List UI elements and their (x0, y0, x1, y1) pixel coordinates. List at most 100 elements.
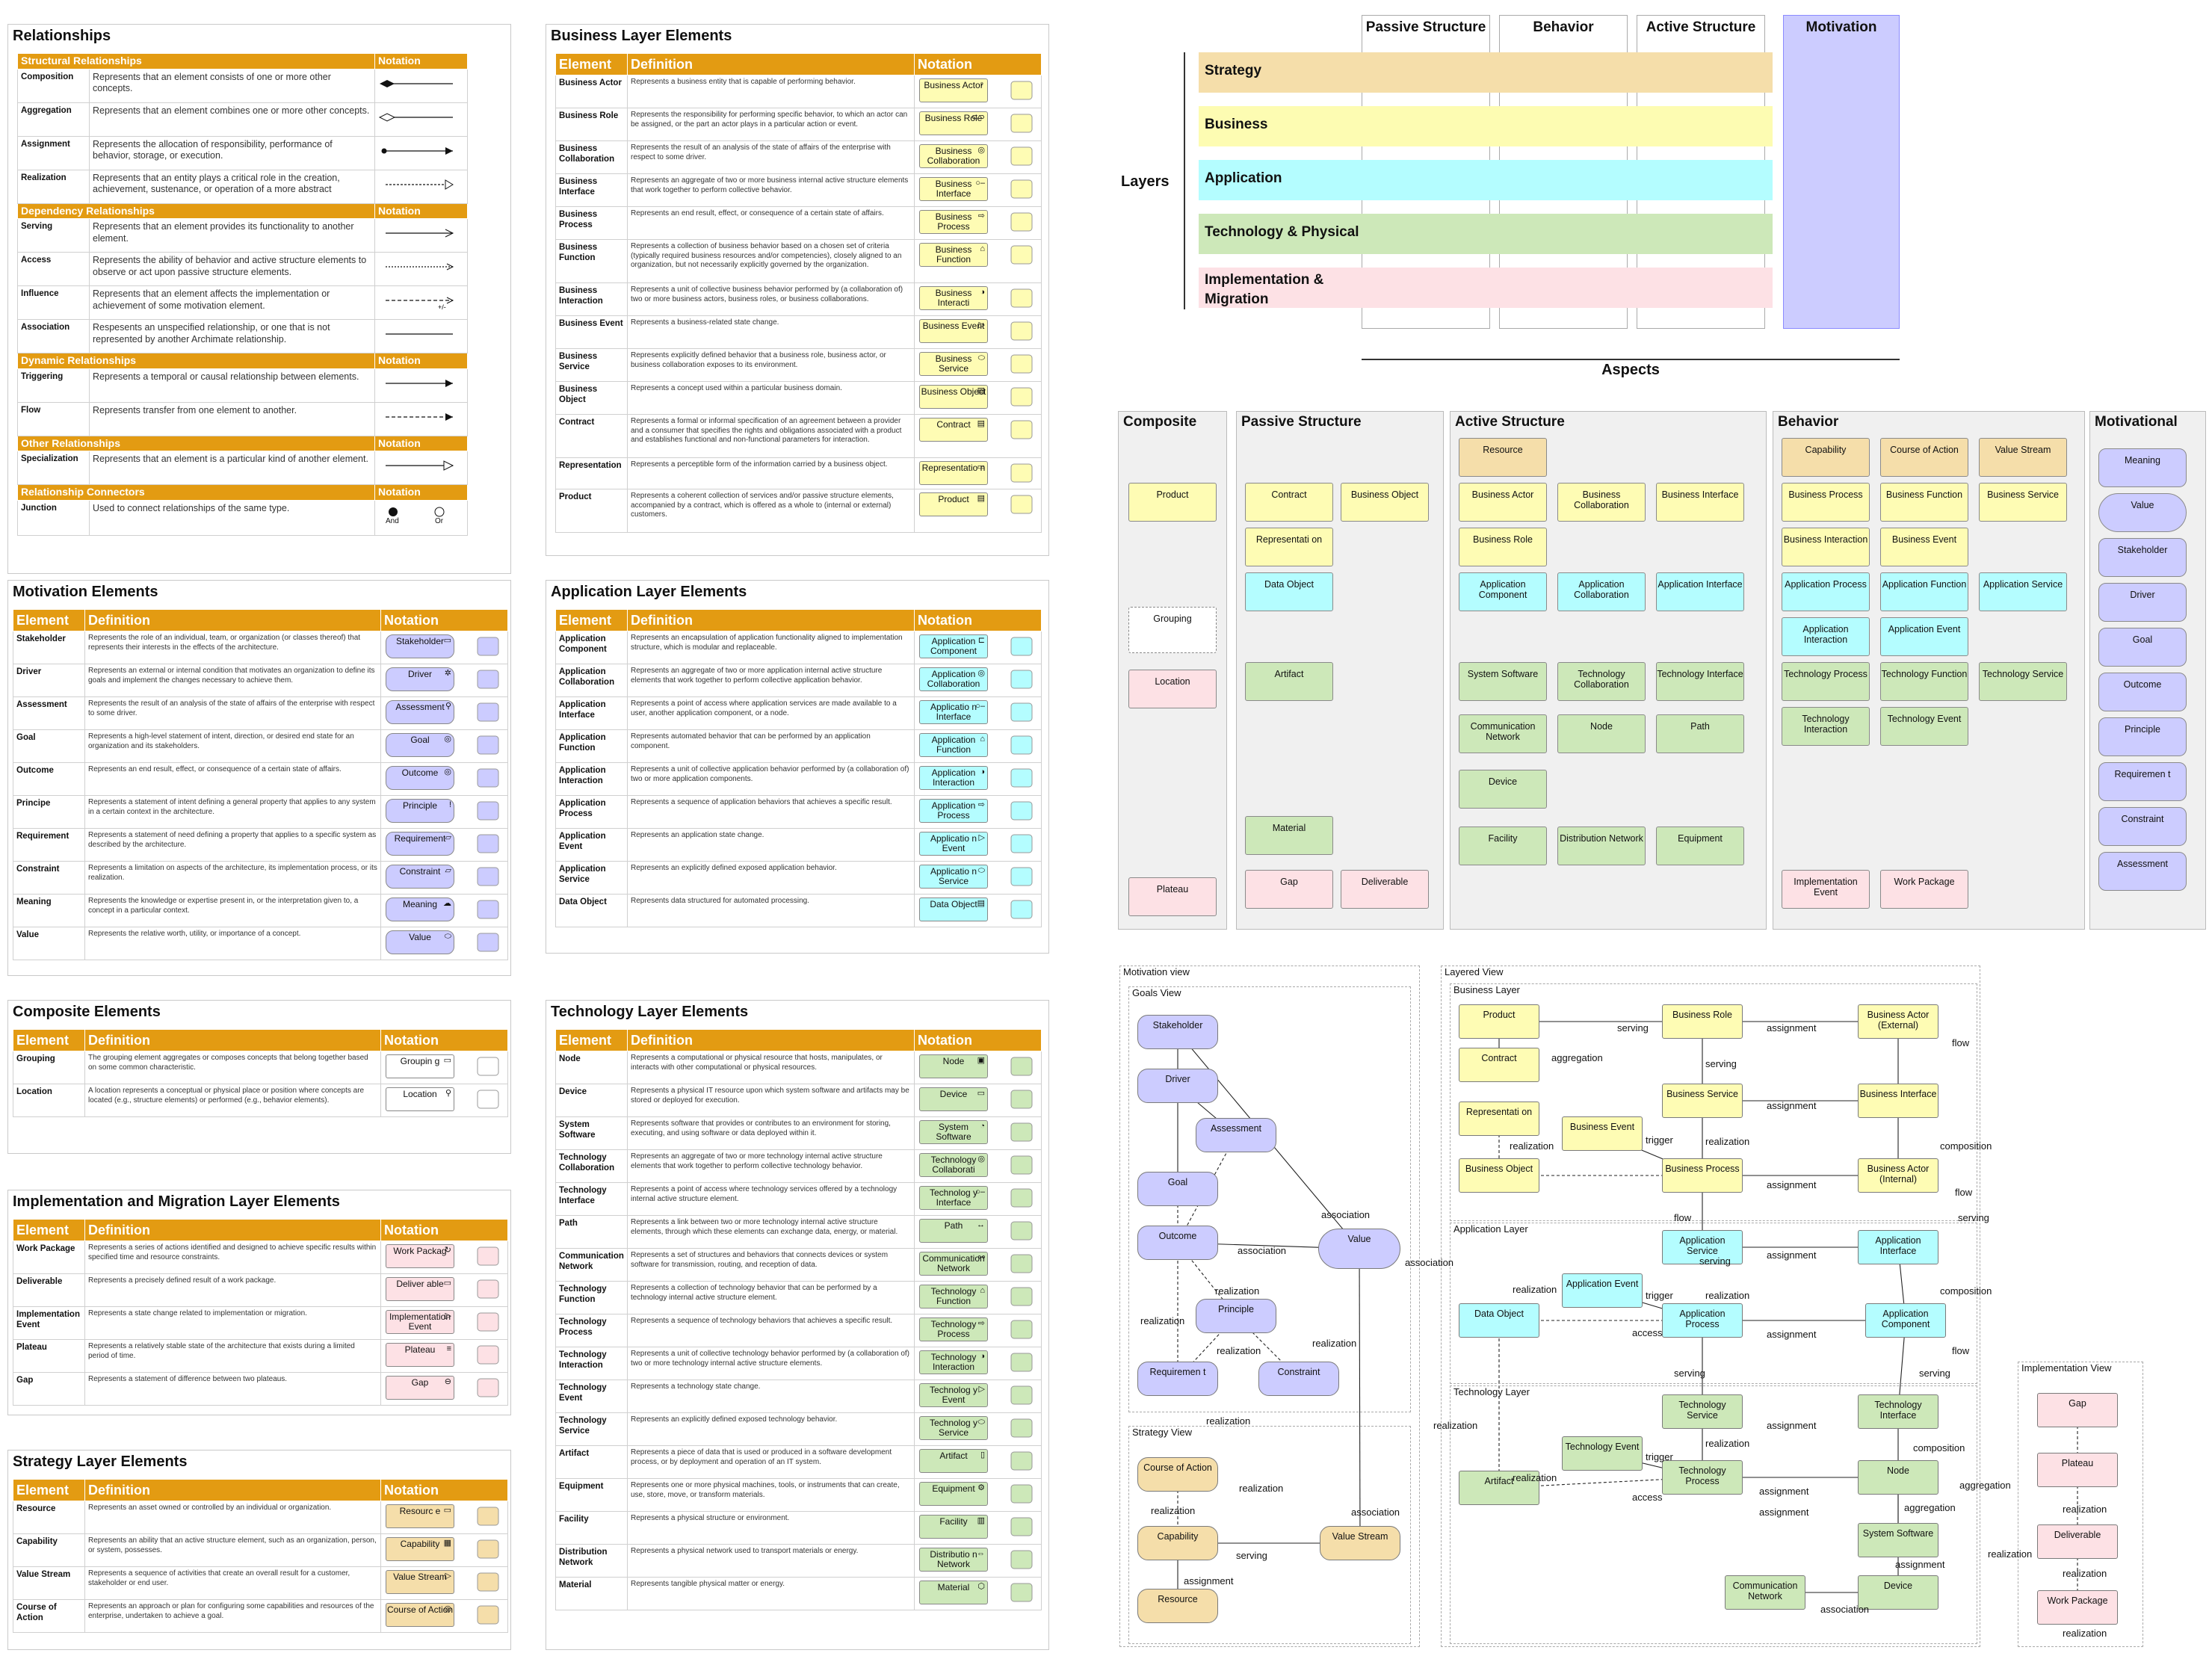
element-name: Outcome (13, 762, 85, 796)
element-label: Resource (1483, 445, 1523, 455)
relationship-name: Triggering (17, 368, 90, 403)
relation-label: trigger (1646, 1451, 1673, 1462)
element-label: Technology Service (1982, 669, 2064, 679)
element-label: Value Stream (1995, 445, 2051, 455)
composition-notation (374, 68, 468, 103)
notation-label: Technology Function (930, 1286, 977, 1306)
relation-label: realization (1217, 1345, 1261, 1356)
relation-label: assignment (1767, 1329, 1817, 1340)
relationship-definition: Represents that an element provides its … (89, 218, 375, 253)
shape-symbol (1007, 634, 1037, 658)
element-label: Technology Process (1784, 669, 1867, 679)
element-definition: Represents a unit of collective technolo… (627, 1347, 915, 1380)
notation-icon: ⬭ (444, 932, 451, 941)
element-label: Work Package (2047, 1595, 2108, 1606)
element-definition: Represents an aggregate of two or more t… (627, 1149, 915, 1183)
element-definition: Represents a point of access where techn… (627, 1182, 915, 1216)
shape-symbol (473, 1570, 503, 1594)
element-notation: Technology Interaction◑ (914, 1347, 1042, 1380)
element-definition: Represents a physical IT resource upon w… (627, 1084, 915, 1117)
element-definition: Represents a statement of difference bet… (84, 1372, 381, 1406)
notation-label: Representatio n (921, 463, 986, 473)
panel-title: Business Layer Elements (551, 28, 732, 44)
notation-label: Communication Network (922, 1253, 985, 1273)
element-notation: Gap⊖ (380, 1372, 508, 1406)
notation-icon: ▤ (977, 494, 985, 503)
notation-label: Resourc e (399, 1506, 441, 1516)
view-element: Business Object (1459, 1158, 1539, 1193)
relation-label: realization (1433, 1420, 1478, 1431)
shape-symbol (1007, 766, 1037, 790)
element-definition: Represents a sequence of technology beha… (627, 1314, 915, 1347)
element-label: Contract (1271, 489, 1307, 500)
element-definition: Represents an external or internal condi… (84, 664, 381, 697)
view-element: Business Service (1662, 1084, 1743, 1118)
metamodel-element: Technology Process (1782, 662, 1870, 701)
metamodel-element: Business Process (1782, 483, 1870, 522)
column-motivation (1783, 15, 1900, 329)
element-name: Requirement (13, 828, 85, 862)
notation-box: Business Function⌂ (919, 243, 988, 267)
relation-label: trigger (1646, 1134, 1673, 1146)
relationship-definition: Represents the allocation of responsibil… (89, 135, 375, 170)
relation-label: assignment (1767, 1179, 1817, 1190)
element-definition: Represents a link between two or more te… (627, 1215, 915, 1249)
notation-label: Distributio n Network (930, 1549, 977, 1569)
metamodel-element: Equipment (1656, 827, 1744, 865)
shape-symbol (473, 733, 503, 757)
notation-icon: ⇨ (977, 1319, 985, 1328)
element-notation: Value⬭ (380, 927, 508, 960)
metamodel-element: Driver (2098, 583, 2187, 622)
element-name: Business Actor (555, 75, 628, 108)
view-element: Goal (1137, 1172, 1218, 1206)
shape-symbol (473, 865, 503, 889)
element-label: Business Event (1569, 1122, 1635, 1132)
element-label: Business Actor (Internal) (1867, 1164, 1930, 1184)
element-notation: Deliver able▭ (380, 1273, 508, 1307)
notation-box: Business Service⬭ (919, 352, 988, 376)
element-notation: Business Role⊂⊃ (914, 108, 1042, 141)
relation-label: aggregation (1551, 1052, 1603, 1063)
view-element: Application Process (1662, 1303, 1743, 1338)
relationship-name: Specialization (17, 451, 90, 485)
notation-label: Business Object (921, 386, 986, 397)
metamodel-element: Technology Function (1880, 662, 1968, 701)
notation-icon: ▷ (445, 1572, 451, 1581)
notation-label: System Software (936, 1122, 971, 1142)
relation-label: realization (2063, 1568, 2107, 1579)
column-title: Passive Structure (1241, 414, 1362, 430)
element-label: Goal (1167, 1177, 1188, 1187)
shape-symbol (473, 832, 503, 856)
element-definition: Represents an aggregate of two or more b… (627, 173, 915, 207)
column-header: Notation (914, 609, 1042, 631)
element-label: Product (1156, 489, 1189, 500)
association-notation (374, 319, 468, 353)
relation-label: realization (1513, 1472, 1557, 1483)
notation-box: Deliver able▭ (386, 1277, 454, 1301)
element-name: Business Role (555, 108, 628, 141)
shape-symbol (473, 667, 503, 691)
metamodel-element: Business Role (1459, 528, 1547, 566)
notation-label: Value Stream (393, 1572, 447, 1582)
metamodel-element: Outcome (2098, 673, 2187, 711)
shape-symbol (473, 1054, 503, 1078)
element-name: Business Interface (555, 173, 628, 207)
element-label: Device (1883, 1581, 1913, 1591)
element-name: Product (555, 489, 628, 533)
notation-box: Equipment⚙ (919, 1482, 988, 1506)
metamodel-element: Application Interaction (1782, 617, 1870, 656)
relation-label: assignment (1759, 1507, 1809, 1518)
metamodel-element: Application Event (1880, 617, 1968, 656)
